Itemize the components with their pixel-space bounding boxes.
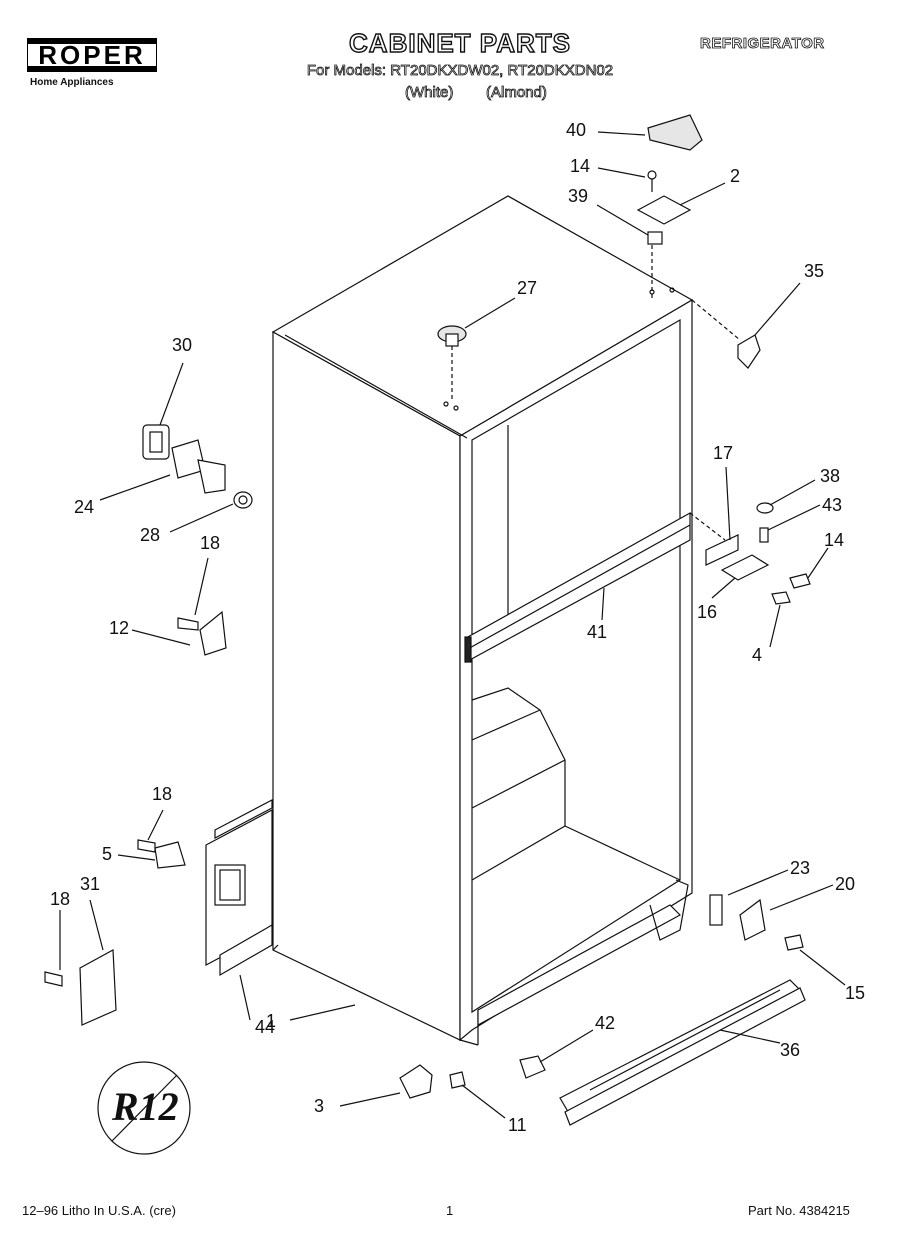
r12-mark-text: R12 xyxy=(112,1084,179,1129)
callout-31: 31 xyxy=(80,874,101,894)
callout-43: 43 xyxy=(822,495,843,515)
divider-rail xyxy=(464,511,691,664)
callout-18-lower: 18 xyxy=(152,784,173,804)
callout-41: 41 xyxy=(587,622,608,642)
models-line: For Models: RT20DKXDW02, RT20DKXDN02 xyxy=(306,62,614,80)
category-label: REFRIGERATOR xyxy=(700,35,825,53)
toe-grille xyxy=(519,979,806,1126)
callout-35: 35 xyxy=(804,261,825,281)
footer-part-number: Part No. 4384215 xyxy=(748,1203,850,1218)
footer-print-info: 12–96 Litho In U.S.A. (cre) xyxy=(22,1203,176,1218)
callout-44: 44 xyxy=(255,1017,276,1037)
right-hinge-parts xyxy=(689,502,811,605)
roper-logo xyxy=(26,37,158,73)
callout-20: 20 xyxy=(835,874,856,894)
callout-39: 39 xyxy=(568,186,589,206)
callout-42: 42 xyxy=(595,1013,616,1033)
callout-28: 28 xyxy=(140,525,161,545)
top-hinge-parts xyxy=(437,114,761,411)
brand-subtitle: Home Appliances xyxy=(30,77,114,88)
callout-1: 1 xyxy=(266,1011,277,1031)
callout-2: 2 xyxy=(730,166,741,186)
variant-white: (White) xyxy=(405,84,454,102)
callout-24: 24 xyxy=(74,497,95,517)
callout-14-right: 14 xyxy=(824,530,845,550)
callout-18-upper: 18 xyxy=(200,533,221,553)
callout-30: 30 xyxy=(172,335,193,355)
callout-40: 40 xyxy=(566,120,587,140)
cabinet-body xyxy=(271,195,694,1046)
access-cover xyxy=(44,949,117,1026)
bottom-clip-parts xyxy=(399,1064,466,1099)
callout-36: 36 xyxy=(780,1040,801,1060)
leader-lines xyxy=(59,131,846,1119)
callout-11: 11 xyxy=(508,1115,527,1135)
callout-18-left: 18 xyxy=(50,889,71,909)
lower-right-hinge-parts xyxy=(709,894,804,951)
left-leveling-parts xyxy=(142,424,253,509)
footer-page-number: 1 xyxy=(446,1203,454,1218)
callout-5: 5 xyxy=(102,844,113,864)
screw-and-clip-upper xyxy=(177,610,227,656)
callout-27: 27 xyxy=(517,278,538,298)
callout-14-top: 14 xyxy=(570,156,591,176)
side-bracket xyxy=(205,799,273,977)
callout-38: 38 xyxy=(820,466,841,486)
brand-name: ROPER xyxy=(38,40,146,70)
callout-15: 15 xyxy=(845,983,866,1003)
bottom-rail xyxy=(477,879,689,1027)
callout-16: 16 xyxy=(697,602,718,622)
callout-17: 17 xyxy=(713,443,734,463)
r12-no-symbol xyxy=(97,1061,191,1155)
page-title: CABINET PARTS xyxy=(348,27,571,58)
callout-23: 23 xyxy=(790,858,811,878)
variant-almond: (Almond) xyxy=(486,84,548,102)
callout-3: 3 xyxy=(314,1096,325,1116)
callout-4: 4 xyxy=(752,645,763,665)
lower-left-parts xyxy=(137,839,186,869)
callout-12: 12 xyxy=(109,618,130,638)
